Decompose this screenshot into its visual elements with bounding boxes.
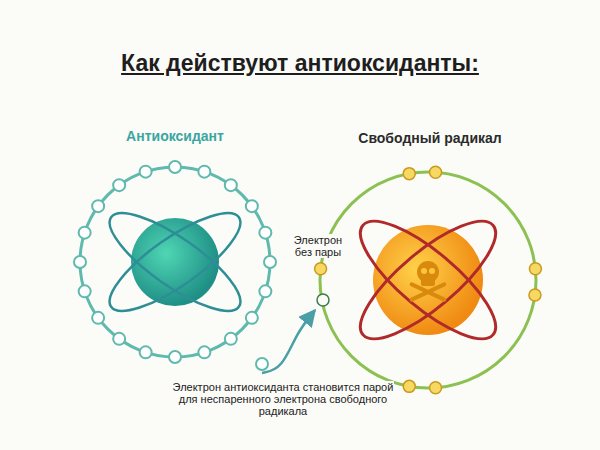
electron bbox=[259, 285, 271, 297]
electron bbox=[529, 263, 541, 275]
orbit bbox=[97, 198, 252, 327]
atom-heading: Свободный радикал bbox=[315, 130, 545, 146]
nucleus bbox=[131, 218, 219, 306]
skull-symbol bbox=[409, 261, 447, 302]
electron-transfer-arrow bbox=[262, 310, 315, 373]
explanation-note: Электрон антиоксиданта становится парой … bbox=[172, 381, 394, 417]
electron bbox=[113, 179, 125, 191]
electron bbox=[403, 380, 415, 392]
electron bbox=[74, 256, 86, 268]
atom-heading: Антиоксидант bbox=[75, 128, 275, 144]
radical-electrons bbox=[315, 166, 542, 393]
electron bbox=[264, 256, 276, 268]
electron bbox=[403, 168, 415, 180]
electron-shell bbox=[80, 167, 270, 357]
electron bbox=[430, 166, 442, 178]
electron bbox=[198, 166, 210, 178]
empty-electron-slot bbox=[317, 294, 329, 306]
electron bbox=[225, 179, 237, 191]
electron bbox=[225, 333, 237, 345]
electron bbox=[529, 289, 541, 301]
electron-chain bbox=[74, 161, 276, 363]
electron bbox=[246, 312, 258, 324]
electron bbox=[246, 200, 258, 212]
electron-shell bbox=[320, 172, 536, 388]
donated-electron bbox=[256, 358, 268, 370]
antioxidant-atom-node: Антиоксидант bbox=[75, 128, 275, 373]
orbit bbox=[97, 198, 252, 327]
orbit bbox=[345, 204, 511, 356]
electron bbox=[169, 351, 181, 363]
orbit bbox=[345, 204, 511, 356]
electron bbox=[140, 346, 152, 358]
electron bbox=[79, 227, 91, 239]
electron bbox=[259, 227, 271, 239]
electron bbox=[430, 382, 442, 394]
electron bbox=[113, 333, 125, 345]
electron bbox=[92, 200, 104, 212]
electron bbox=[79, 285, 91, 297]
electron bbox=[140, 166, 152, 178]
free-radical-atom bbox=[315, 166, 542, 393]
electron bbox=[198, 346, 210, 358]
electron bbox=[169, 161, 181, 173]
antioxidant-atom bbox=[74, 161, 276, 370]
nucleus bbox=[373, 225, 483, 335]
electron-note: Электрон без пары bbox=[288, 234, 348, 258]
title: Как действуют антиоксиданты: bbox=[0, 50, 600, 77]
electron bbox=[92, 312, 104, 324]
electron bbox=[315, 263, 327, 275]
free-radical-node: Свободный радикал bbox=[315, 130, 545, 395]
